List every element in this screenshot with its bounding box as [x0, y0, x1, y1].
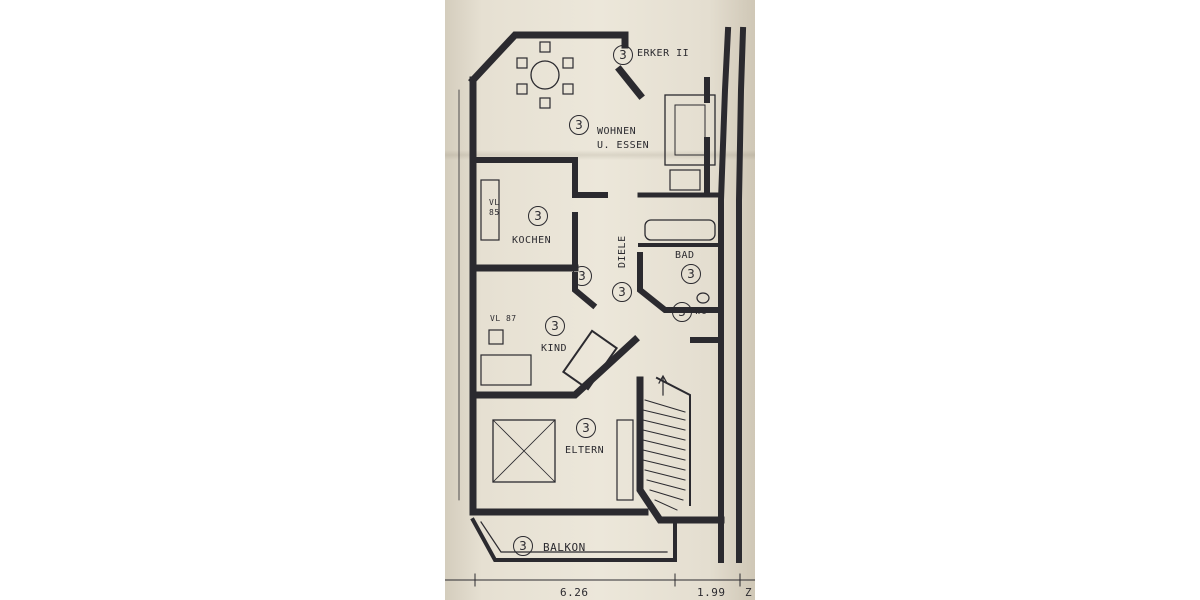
toilet — [696, 292, 710, 304]
room-number-wc: 3 — [672, 302, 692, 322]
room-label-wc: WC — [695, 307, 707, 317]
bath-west-wall — [637, 252, 724, 313]
armchair — [669, 169, 701, 191]
bay-wall — [615, 31, 645, 100]
room-label-kochen: KOCHEN — [512, 235, 552, 246]
room-label-bad: BAD — [675, 250, 695, 261]
room-label-diele: DIELE — [617, 235, 628, 268]
dimension-line — [445, 573, 755, 587]
room-label-eltern: ELTERN — [565, 445, 605, 456]
floor-plan-sheet: 3 ERKER II 3 WOHNEN U. ESSEN VL 85 3 KOC… — [445, 0, 755, 600]
child-south-wall — [469, 335, 640, 399]
dimension-width-right: 1.99 — [697, 586, 726, 599]
stair-east — [655, 376, 691, 506]
room-number-kind: 3 — [545, 316, 565, 336]
child-unit-code: VL 87 — [490, 314, 517, 323]
room-label-kind: KIND — [541, 343, 568, 354]
room-label-erker: ERKER II — [637, 48, 690, 59]
dining-table — [530, 60, 560, 90]
room-label-wohnen-2: U. ESSEN — [597, 140, 650, 151]
party-wall-1 — [718, 26, 732, 563]
balcony-outline — [470, 517, 677, 562]
sofa — [664, 94, 716, 166]
room-number-diele-cabinet: 3 — [572, 266, 592, 286]
dimension-cut-off: Z — [745, 586, 753, 599]
double-bed — [492, 419, 556, 483]
room-number-balkon: 3 — [513, 536, 533, 556]
room-number-wohnen: 3 — [569, 115, 589, 135]
stair-treads — [642, 399, 686, 511]
hall-cabinet — [561, 329, 619, 391]
room-label-wohnen: WOHNEN — [597, 126, 637, 137]
kitchen-north-wall — [474, 157, 608, 198]
kitchen-counter — [480, 179, 500, 241]
desk — [480, 354, 532, 386]
paper-fold — [445, 150, 755, 160]
party-wall-2 — [736, 26, 747, 563]
room-number-eltern: 3 — [576, 418, 596, 438]
room-number-kochen: 3 — [528, 206, 548, 226]
room-number-erker: 3 — [613, 45, 633, 65]
dimension-width-left: 6.26 — [560, 586, 589, 599]
wardrobe — [616, 419, 634, 501]
kitchen-unit-code-1: VL — [489, 198, 500, 207]
balcony-inner — [480, 521, 668, 553]
room-number-diele: 3 — [612, 282, 632, 302]
stair-outer-wall — [636, 376, 725, 524]
stair-arrow — [658, 374, 668, 396]
room-number-bad: 3 — [681, 264, 701, 284]
room-label-balkon: BALKON — [543, 541, 586, 554]
floor-plan-drawing — [445, 26, 755, 587]
kitchen-unit-code-2: 85 — [489, 208, 500, 217]
bathtub — [644, 219, 716, 241]
exterior-wall — [468, 31, 629, 85]
